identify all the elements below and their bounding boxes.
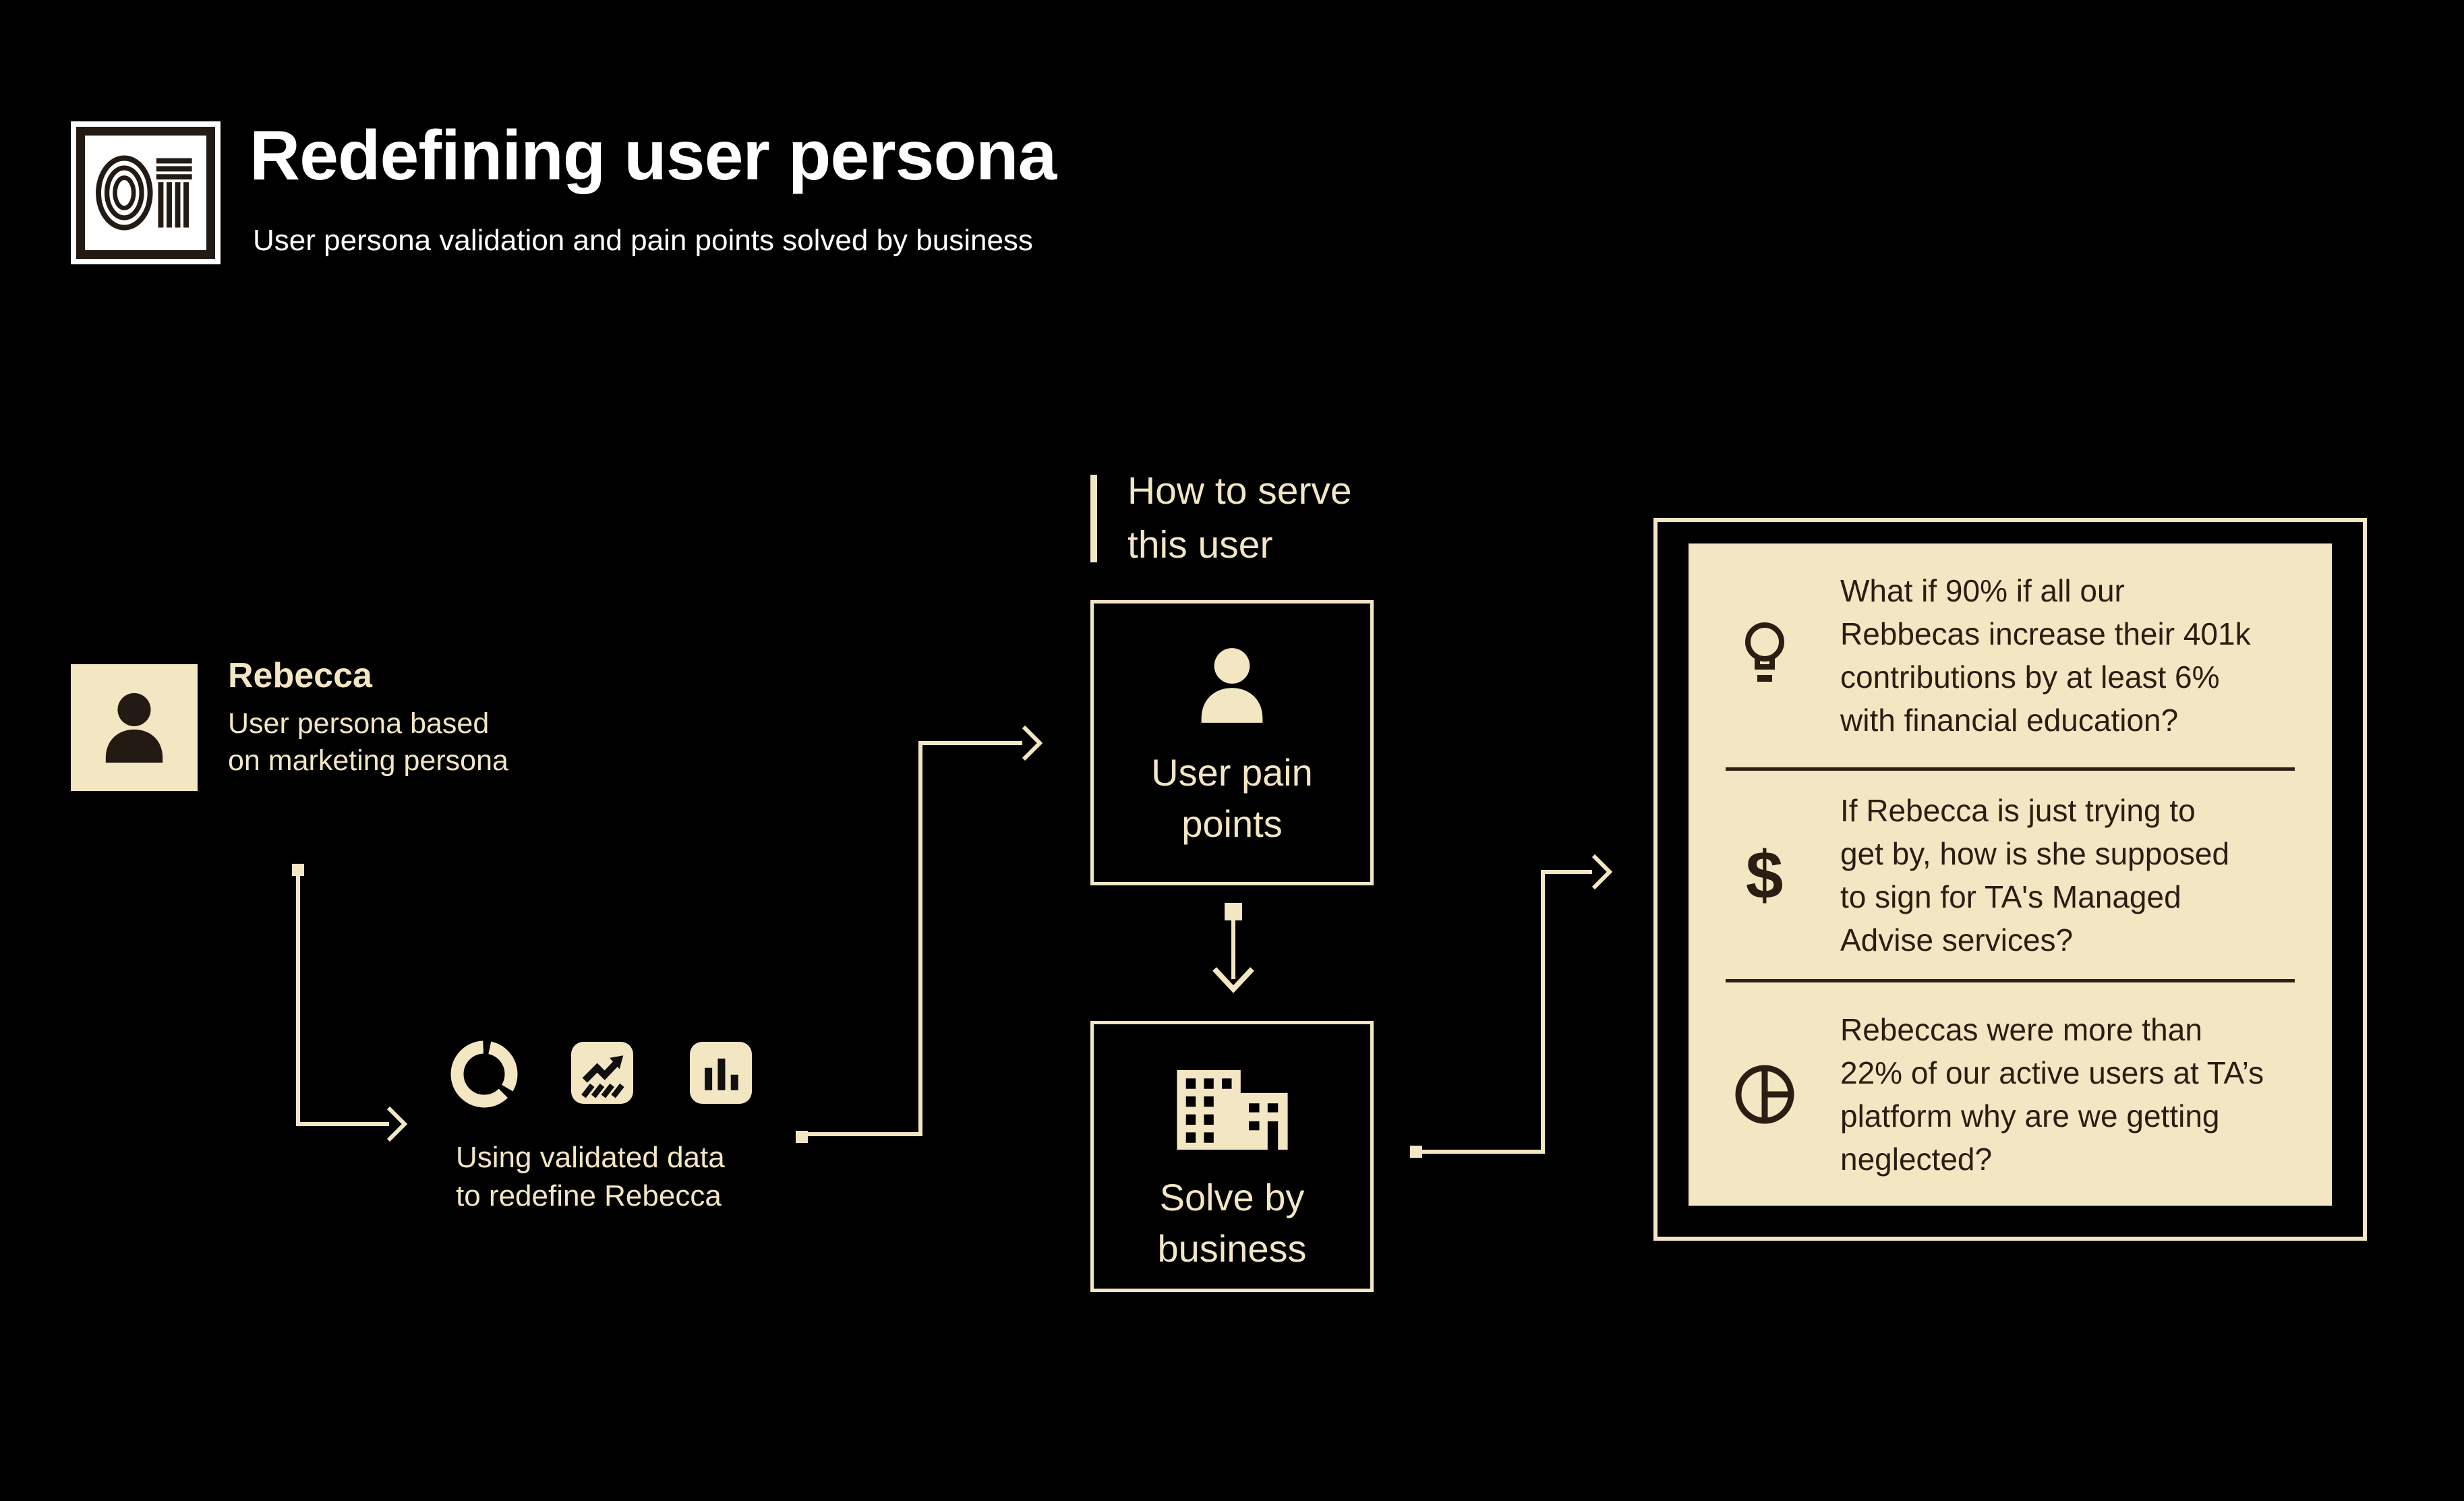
persona-avatar-box [71, 664, 198, 791]
panel-divider [1726, 767, 2295, 771]
person-icon [1193, 645, 1271, 728]
persona-name: Rebecca [228, 656, 372, 695]
insight-panel: What if 90% if all our Rebbecas increase… [1689, 543, 2332, 1206]
insight-text: If Rebecca is just trying to get by, how… [1840, 792, 2230, 958]
validated-data-label: Using validated data to redefine Rebecca [456, 1141, 725, 1212]
panel-divider [1726, 979, 2295, 982]
arrow-head-right [1022, 725, 1043, 761]
connector-node-square [796, 1131, 808, 1143]
pain-box-label: User pain points [1151, 751, 1313, 845]
person-icon [98, 690, 171, 766]
dollar-glyph: $ [1745, 837, 1784, 913]
badge-01-glyph [76, 127, 215, 259]
donut-chart-icon [450, 1040, 518, 1111]
bar-chart-icon [690, 1042, 752, 1107]
insight-text: What if 90% if all our Rebbecas increase… [1840, 573, 2251, 738]
heading-accent-bar [1090, 475, 1097, 562]
business-box-label: Solve by business [1157, 1176, 1307, 1270]
user-pain-points-box: User pain points [1090, 600, 1374, 885]
insight-row: $ If Rebecca is just trying to get by, h… [1689, 771, 2332, 979]
connector-business-to-panel [1422, 870, 1592, 1154]
connector-node-square [1410, 1146, 1422, 1158]
page-subtitle: User persona validation and pain points … [253, 224, 1033, 257]
arrow-head-right [386, 1106, 408, 1142]
validated-data-icons [450, 1040, 767, 1115]
pie-chart-icon [1689, 1062, 1840, 1127]
insight-panel-border [1653, 518, 2367, 1241]
connector-rebecca-to-data [296, 876, 389, 1126]
persona-description: User persona based on marketing persona [228, 707, 508, 777]
lightbulb-icon [1689, 622, 1840, 689]
solve-by-business-box: Solve by business [1090, 1021, 1374, 1292]
section-number-badge [71, 121, 221, 264]
dollar-icon: $ [1689, 842, 1840, 909]
connector-data-to-painpoints [808, 741, 1022, 1136]
insight-row: What if 90% if all our Rebbecas increase… [1689, 543, 2332, 767]
connector-node-square [292, 864, 304, 876]
building-icon [1176, 1070, 1288, 1153]
trend-chart-icon [571, 1042, 633, 1107]
arrow-head-right [1591, 854, 1613, 890]
insight-text: Rebeccas were more than 22% of our activ… [1840, 1011, 2264, 1177]
insight-row: Rebeccas were more than 22% of our activ… [1689, 982, 2332, 1206]
page-title: Redefining user persona [250, 117, 1057, 195]
serve-heading: How to serve this user [1127, 469, 1352, 566]
connector-node-square [1225, 903, 1242, 920]
arrow-head-down [1212, 967, 1254, 993]
